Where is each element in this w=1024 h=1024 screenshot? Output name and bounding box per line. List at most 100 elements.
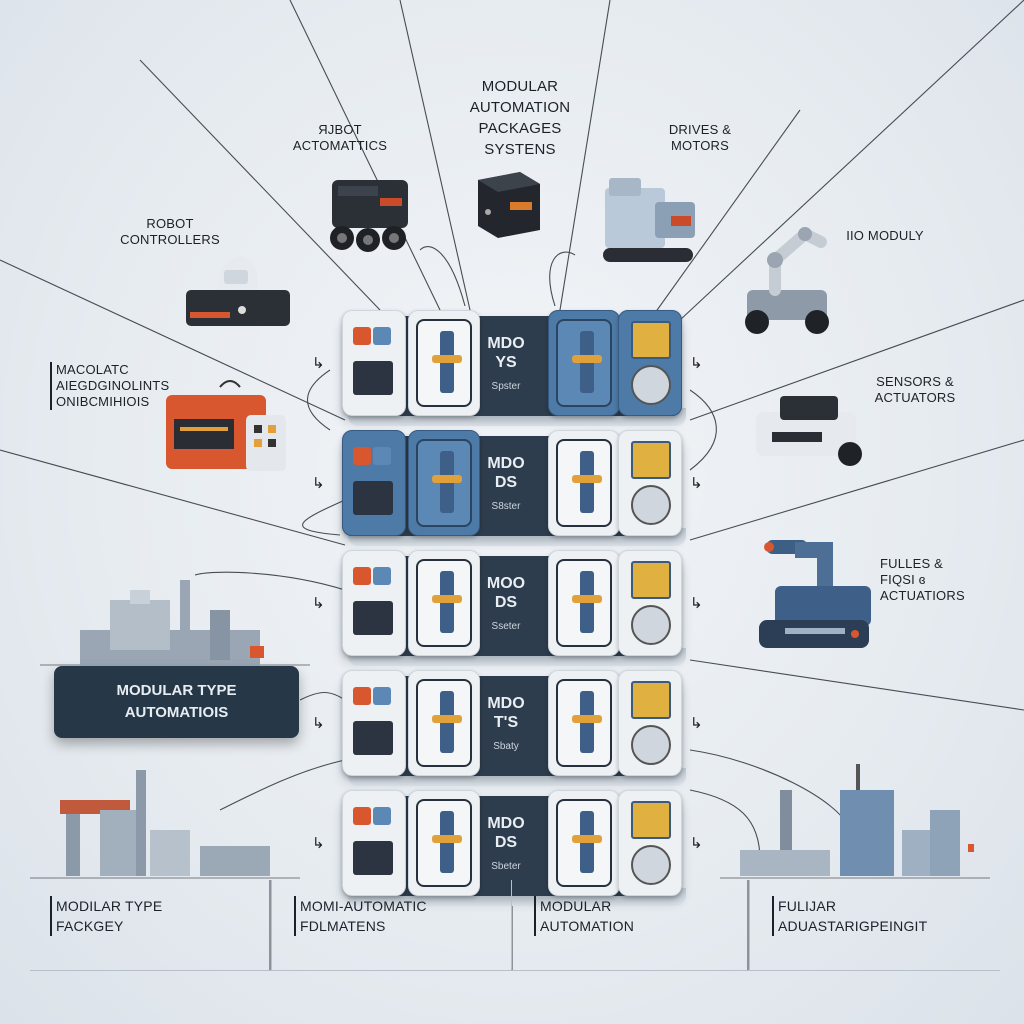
label-line: ACTOMATTICS — [292, 138, 388, 153]
panel-line: FACKGEY — [56, 918, 124, 934]
component-frame — [556, 439, 612, 527]
panel-divider — [749, 880, 750, 970]
dial-icon — [631, 605, 671, 645]
tier-line2: DS — [494, 594, 518, 611]
valve-ring-icon — [572, 475, 602, 483]
valve-ring-icon — [572, 835, 602, 843]
robot-controllers-label: ROBOT CONTROLLERS — [100, 216, 240, 248]
valve-ring-icon — [432, 835, 462, 843]
gauge-display-icon — [631, 321, 671, 359]
tier-sub: Sbaty — [493, 741, 519, 752]
panel-line: FULIJAR — [778, 898, 837, 914]
tier-line1: MOO — [486, 575, 526, 592]
io-panel-icon — [353, 841, 393, 875]
tier-line2: T'S — [493, 714, 519, 731]
module-cell — [618, 790, 682, 896]
tier-line1: MDO — [487, 815, 525, 832]
label-line: ACTUATORS — [874, 390, 956, 405]
module-box-icon — [478, 172, 540, 238]
drive-motor-cart-icon — [603, 178, 695, 262]
status-led-icon — [373, 567, 391, 585]
io-moduly-label: IIO MODULY — [830, 228, 940, 244]
tier-label: MOO DS Sseter — [460, 556, 552, 656]
tier-sub: Sseter — [491, 621, 521, 632]
component-frame — [416, 559, 472, 647]
status-led-icon — [373, 807, 391, 825]
label-line: AIEGDGINOLINTS — [56, 378, 170, 393]
status-led-icon — [373, 687, 391, 705]
arrow-right-icon: ↳ — [690, 835, 703, 852]
status-led-icon — [353, 447, 371, 465]
module-cell — [618, 430, 682, 536]
panel-line: MOMI-AUTOMATIC — [300, 898, 427, 914]
panel-label: MODULAR AUTOMATION — [534, 896, 634, 936]
sensors-actuators-label: SENSORS & ACTUATORS — [860, 374, 970, 406]
module-cell — [342, 310, 406, 416]
status-led-icon — [353, 687, 371, 705]
module-cell — [408, 550, 480, 656]
label-line: FULLES & — [880, 556, 944, 571]
label-line: ЯJBOT — [318, 122, 362, 137]
city-skyline-icon — [740, 764, 974, 876]
label-line: MACOLATC — [56, 362, 129, 377]
title-line: MODULAR — [481, 78, 559, 95]
valve-ring-icon — [572, 355, 602, 363]
title-line: PACKAGES — [478, 120, 562, 137]
label-line: CONTROLLERS — [120, 232, 220, 247]
arrow-right-icon: ↳ — [312, 475, 325, 492]
component-frame — [416, 439, 472, 527]
module-cell — [548, 670, 620, 776]
component-frame — [556, 559, 612, 647]
robot-actomattics-label: ЯJBOT ACTOMATTICS — [270, 122, 410, 154]
callout-line: AUTOMATIOIS — [124, 704, 229, 721]
arrow-right-icon: ↳ — [312, 355, 325, 372]
status-led-icon — [353, 567, 371, 585]
footer-panel: FULIJAR ADUASTARIGPEINGIT — [750, 880, 1000, 971]
title-line: AUTOMATION — [469, 99, 571, 116]
status-led-icon — [353, 807, 371, 825]
module-cell — [408, 670, 480, 776]
label-line: SENSORS & — [876, 374, 954, 389]
panel-line: MODILAR TYPE — [56, 898, 163, 914]
tier-line2: DS — [494, 474, 518, 491]
dial-icon — [631, 725, 671, 765]
tier-sub: Spster — [491, 381, 521, 392]
module-cell — [342, 550, 406, 656]
module-cell — [342, 790, 406, 896]
sensor-actuator-icon — [756, 396, 862, 466]
module-cell — [408, 790, 480, 896]
module-cell — [618, 310, 682, 416]
component-frame — [416, 679, 472, 767]
tier-line1: MDO — [487, 695, 525, 712]
footer-panel: MOMI-AUTOMATIC FDLMATENS — [272, 880, 512, 971]
status-led-icon — [353, 327, 371, 345]
dial-icon — [631, 485, 671, 525]
panel-label: MOMI-AUTOMATIC FDLMATENS — [294, 896, 427, 936]
component-frame — [556, 799, 612, 887]
orange-module-icon — [166, 380, 286, 471]
panel-line: FDLMATENS — [300, 918, 386, 934]
panel-divider — [271, 880, 272, 970]
io-panel-icon — [353, 481, 393, 515]
arrow-right-icon: ↳ — [690, 355, 703, 372]
dial-icon — [631, 845, 671, 885]
robot-vehicle-icon — [330, 180, 408, 252]
module-cell — [548, 550, 620, 656]
module-cell — [548, 790, 620, 896]
io-panel-icon — [353, 601, 393, 635]
panel-label: FULIJAR ADUASTARIGPEINGIT — [772, 896, 927, 936]
valve-ring-icon — [432, 715, 462, 723]
arrow-right-icon: ↳ — [690, 595, 703, 612]
arrow-right-icon: ↳ — [312, 595, 325, 612]
panel-divider — [511, 880, 512, 970]
io-panel-icon — [353, 361, 393, 395]
panel-label: MODILAR TYPE FACKGEY — [50, 896, 162, 936]
component-frame — [416, 799, 472, 887]
valve-ring-icon — [432, 475, 462, 483]
valve-ring-icon — [572, 595, 602, 603]
arrow-right-icon: ↳ — [690, 715, 703, 732]
